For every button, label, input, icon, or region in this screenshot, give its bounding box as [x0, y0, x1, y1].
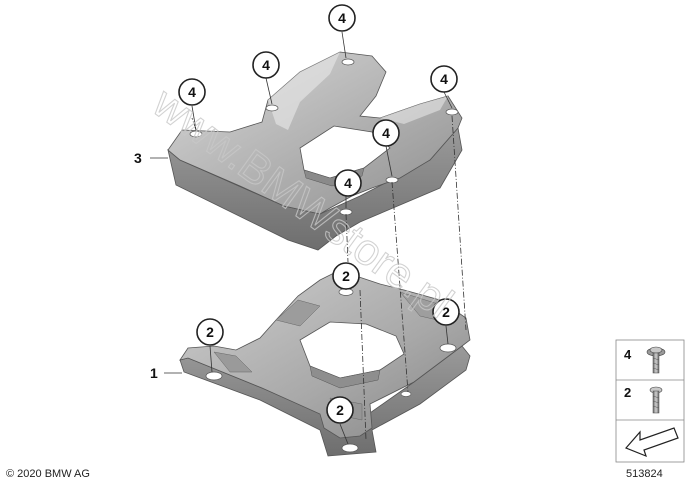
svg-text:4: 4	[188, 84, 196, 100]
svg-text:4: 4	[382, 125, 390, 141]
callout-4: 4	[430, 65, 458, 93]
callout-2: 2	[196, 318, 224, 346]
callout-2: 2	[432, 298, 460, 326]
callout-4: 4	[178, 78, 206, 106]
direction-arrow-icon	[624, 427, 679, 458]
svg-text:2: 2	[442, 304, 450, 320]
svg-text:4: 4	[440, 71, 448, 87]
callout-4: 4	[372, 119, 400, 147]
diagram-number: 513824	[626, 468, 663, 480]
callout-4: 4	[252, 51, 280, 79]
callout-2: 2	[332, 262, 360, 290]
lower-plate	[179, 269, 471, 457]
copyright-text: © 2020 BMW AG	[6, 468, 90, 480]
callout-2: 2	[326, 396, 354, 424]
callout-4: 4	[334, 169, 362, 197]
callout-4: 4	[328, 4, 356, 32]
svg-text:4: 4	[338, 10, 346, 26]
svg-text:2: 2	[342, 268, 350, 284]
legend-number-2: 2	[624, 385, 631, 400]
part-label-1: 1	[150, 365, 158, 381]
leader-lines	[150, 31, 453, 445]
torx-screw-icon	[649, 386, 663, 414]
fastener-legend: 4 2	[615, 339, 685, 463]
upper-bracket	[167, 51, 463, 251]
part-label-3: 3	[134, 150, 142, 166]
callout-group: 4 4 4 4 4 4 2 2	[178, 4, 460, 424]
svg-text:2: 2	[336, 402, 344, 418]
torx-screw-with-washer-icon	[646, 346, 666, 374]
legend-number-4: 4	[624, 347, 632, 362]
svg-text:4: 4	[262, 57, 270, 73]
svg-text:4: 4	[344, 175, 352, 191]
svg-text:2: 2	[206, 324, 214, 340]
